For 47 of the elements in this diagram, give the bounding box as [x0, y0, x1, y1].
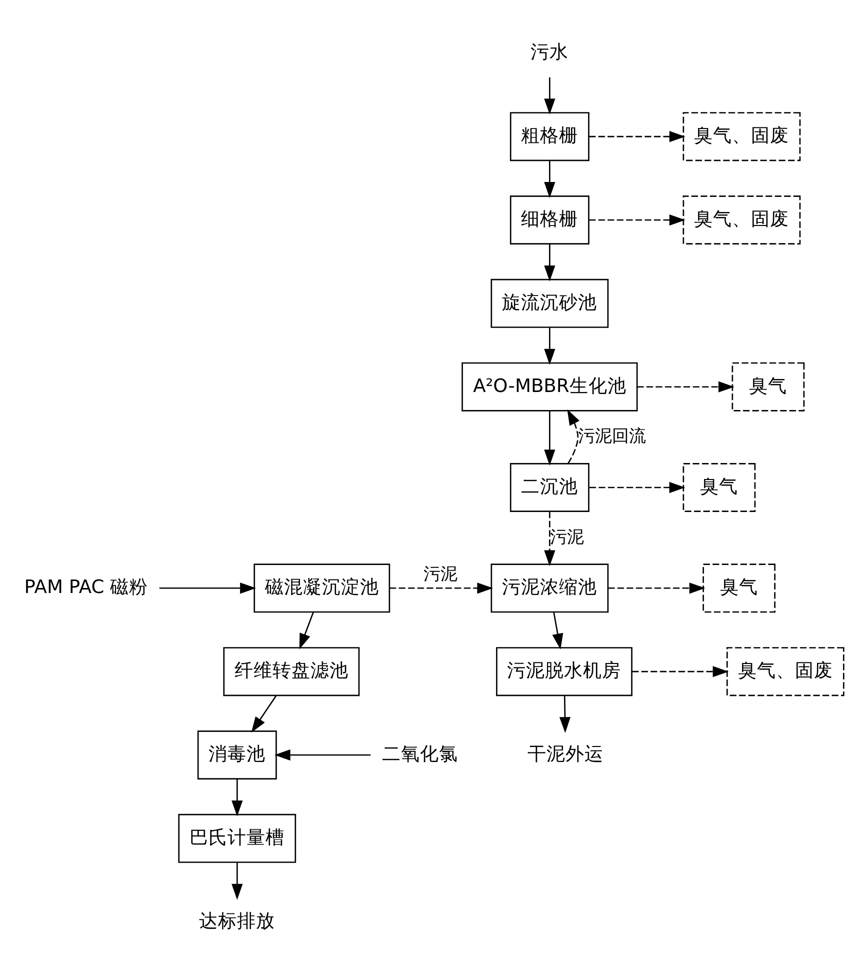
arrow	[544, 160, 556, 198]
node-box: 消毒池	[197, 730, 277, 779]
arrow	[232, 778, 243, 816]
arrow	[544, 76, 556, 114]
node-text: 污水	[530, 42, 569, 63]
node-box: 臭气、固废	[682, 195, 801, 244]
node-box: 臭气	[682, 462, 756, 512]
node-box: 细格栅	[510, 195, 590, 244]
node-box: 二沉池	[510, 462, 590, 512]
arrow	[559, 695, 571, 732]
arrow	[544, 244, 556, 281]
node-text: 达标排放	[199, 910, 276, 932]
arrow	[232, 862, 243, 900]
edge-label: 污泥	[423, 564, 458, 584]
node-box: 污泥脱水机房	[496, 646, 632, 696]
arrow	[632, 666, 729, 677]
node-box: 污泥浓缩池	[490, 563, 609, 612]
arrow	[544, 327, 556, 364]
node-text: 二氧化氯	[382, 743, 458, 764]
arrow	[544, 410, 556, 466]
node-box: 纤维转盘滤池	[223, 646, 360, 696]
node-box: 臭气	[732, 362, 805, 411]
node-box: 粗格栅	[510, 112, 590, 161]
arrow	[552, 612, 564, 650]
arrow	[608, 582, 706, 594]
arrow	[299, 612, 314, 649]
arrow	[589, 130, 686, 142]
node-box: 磁混凝沉淀池	[254, 563, 390, 612]
arrow	[159, 582, 256, 594]
node-box: 臭气、固废	[682, 112, 801, 161]
node-text: PAM PAC 磁粉	[24, 576, 148, 598]
edge-label: 污泥	[550, 526, 584, 547]
arrow	[637, 380, 734, 392]
node-box: 巴氏计量槽	[178, 813, 296, 862]
node-box: 臭气、固废	[726, 646, 844, 696]
edge-label: 污泥回流	[578, 426, 646, 446]
node-text: 干泥外运	[528, 743, 604, 764]
arrow	[390, 582, 494, 594]
arrow	[544, 511, 556, 566]
arrow	[251, 694, 277, 732]
node-box: A²O-MBBR生化池	[462, 362, 638, 411]
node-box: 旋流沉砂池	[490, 278, 609, 328]
arrow	[589, 481, 686, 493]
arrow	[567, 408, 580, 464]
arrow	[274, 748, 371, 760]
arrow	[589, 214, 686, 226]
node-box: 臭气	[702, 563, 776, 612]
